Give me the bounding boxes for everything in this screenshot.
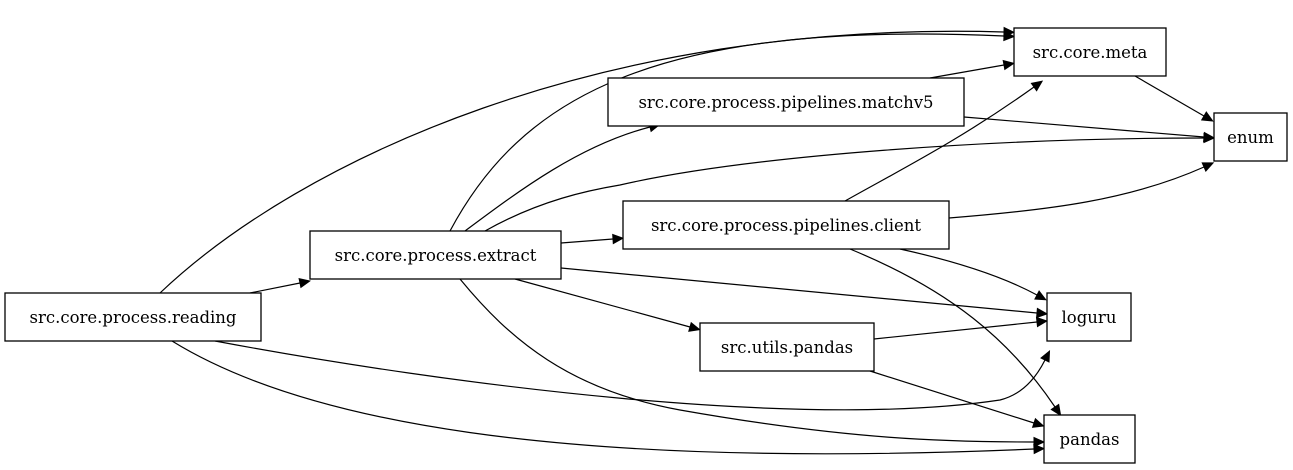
edge-line <box>214 340 1046 411</box>
node-client[interactable]: src.core.process.pipelines.client <box>622 200 950 250</box>
node-client-label: src.core.process.pipelines.client <box>651 216 921 235</box>
edge-line <box>1134 75 1205 117</box>
edge-line <box>948 166 1205 219</box>
edge-line <box>899 248 1038 296</box>
node-extract[interactable]: src.core.process.extract <box>309 230 562 280</box>
edge-upandas-to-loguru <box>873 316 1049 340</box>
node-reading-label: src.core.process.reading <box>30 308 237 327</box>
edge-line <box>249 282 301 294</box>
edge-line <box>844 86 1035 202</box>
edge-line <box>873 321 1038 340</box>
node-loguru-label: loguru <box>1062 308 1117 327</box>
edge-client-to-enum <box>948 162 1215 219</box>
node-pandas[interactable]: pandas <box>1043 414 1136 464</box>
edge-line <box>171 340 1035 455</box>
node-loguru[interactable]: loguru <box>1046 292 1132 342</box>
edge-extract-to-upandas <box>514 278 701 332</box>
arrowhead-icon <box>1033 436 1046 448</box>
edge-line <box>963 116 1205 138</box>
edge-extract-to-pandas <box>459 278 1046 448</box>
edge-line <box>464 126 651 232</box>
arrowhead-icon <box>1050 403 1062 417</box>
node-extract-label: src.core.process.extract <box>335 246 537 265</box>
edge-line <box>869 370 1035 424</box>
arrowhead-icon <box>1035 316 1049 328</box>
node-utils-pandas[interactable]: src.utils.pandas <box>699 322 875 372</box>
arrowhead-icon <box>1033 443 1046 455</box>
node-enum-label: enum <box>1227 128 1274 147</box>
arrowhead-icon <box>1201 162 1215 173</box>
node-matchv5[interactable]: src.core.process.pipelines.matchv5 <box>607 77 965 127</box>
arrowhead-icon <box>298 277 311 289</box>
arrowhead-icon <box>1003 30 1016 42</box>
edge-line <box>159 30 1005 294</box>
edge-client-to-loguru <box>899 248 1047 301</box>
node-reading[interactable]: src.core.process.reading <box>4 292 262 342</box>
edge-line <box>459 278 1035 443</box>
edge-reading-to-meta <box>159 26 1016 294</box>
edge-reading-to-pandas <box>171 340 1046 455</box>
arrowhead-icon <box>1030 80 1044 92</box>
edge-line <box>484 137 1205 232</box>
node-meta-label: src.core.meta <box>1033 43 1148 62</box>
arrowhead-icon <box>612 233 625 245</box>
arrowhead-icon <box>1040 350 1051 363</box>
edge-line <box>514 278 691 328</box>
arrowhead-icon <box>1002 59 1016 71</box>
edge-matchv5-to-meta <box>929 59 1016 79</box>
edge-line <box>849 248 1056 408</box>
edge-line <box>560 238 614 244</box>
arrowhead-icon <box>1034 290 1047 301</box>
node-meta[interactable]: src.core.meta <box>1013 27 1167 77</box>
edge-line <box>560 267 1038 314</box>
edge-matchv5-to-enum <box>963 116 1216 143</box>
node-pandas-label: pandas <box>1060 430 1120 449</box>
edge-line <box>929 64 1005 79</box>
edge-extract-to-loguru <box>560 267 1049 319</box>
edge-meta-to-enum <box>1134 75 1214 122</box>
arrowhead-icon <box>1200 111 1214 122</box>
node-utils-pandas-label: src.utils.pandas <box>721 338 853 357</box>
edge-upandas-to-pandas <box>869 370 1045 428</box>
edge-reading-to-loguru <box>214 340 1051 411</box>
arrowhead-icon <box>1203 131 1216 143</box>
nodes: src.core.process.reading src.core.proces… <box>4 27 1288 464</box>
arrowhead-icon <box>1031 417 1045 428</box>
arrowhead-icon <box>688 321 701 332</box>
edge-client-to-meta <box>844 80 1044 202</box>
node-matchv5-label: src.core.process.pipelines.matchv5 <box>638 93 933 112</box>
arrowhead-icon <box>1036 307 1049 319</box>
edge-extract-to-client <box>560 233 625 245</box>
node-enum[interactable]: enum <box>1213 112 1288 162</box>
edge-reading-to-extract <box>249 277 311 294</box>
edge-client-to-pandas <box>849 248 1062 417</box>
